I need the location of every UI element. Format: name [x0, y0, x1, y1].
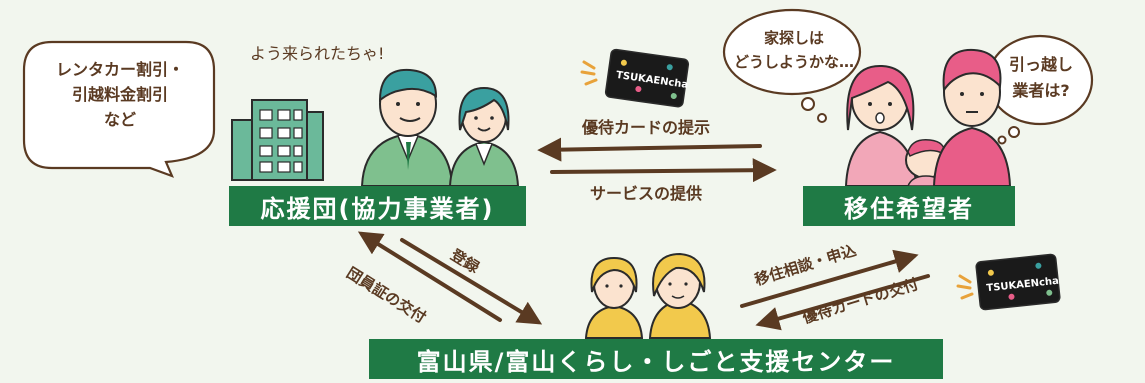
preference-card-bottom: [975, 253, 1061, 311]
movers-bubble-text: 引っ越し 業者は?: [995, 52, 1087, 103]
movers-line-2: 業者は?: [1012, 80, 1070, 100]
family-figures: [844, 48, 1012, 187]
arrow-register: [400, 238, 543, 325]
preference-card-top: [604, 48, 690, 108]
arrow-show-card: [537, 137, 762, 162]
discount-speech-bubble: [22, 40, 216, 178]
discount-line-2: 引越料金割引: [71, 84, 168, 104]
applicants-label: 移住希望者: [803, 186, 1015, 226]
sparkle-icon: [956, 274, 974, 300]
building-icon: [231, 99, 324, 181]
house-line-1: 家探しは: [763, 29, 824, 47]
businessman-figure: [360, 68, 454, 187]
movers-line-1: 引っ越し: [1008, 55, 1073, 74]
discount-line-3: など: [103, 109, 136, 129]
arrow-provide-service: [550, 158, 777, 183]
arrow-consult-apply: [740, 249, 919, 308]
staff-greeting: よう来られたちゃ!: [250, 44, 385, 63]
discount-line-1: レンタカー割引・: [55, 60, 184, 79]
center-label: 富山県/富山くらし・しごと支援センター: [369, 339, 943, 379]
thought-bubble-house: [722, 8, 862, 123]
businesswoman-figure: [448, 86, 520, 187]
discount-bubble-text: レンタカー割引・ 引越料金割引 など: [30, 58, 210, 132]
arrow-issue-card: [755, 274, 930, 331]
arrow-issue-member-card: [357, 231, 502, 322]
house-bubble-text: 家探しは どうしようかな…: [732, 26, 856, 74]
show-card-label: 優待カードの提示: [582, 118, 711, 137]
center-staff-figures: [584, 252, 712, 339]
provide-service-label: サービスの提供: [590, 184, 703, 203]
house-line-2: どうしようかな…: [733, 53, 854, 71]
sparkle-icon: [580, 60, 598, 86]
supporters-label: 応援団(協力事業者): [229, 186, 526, 226]
